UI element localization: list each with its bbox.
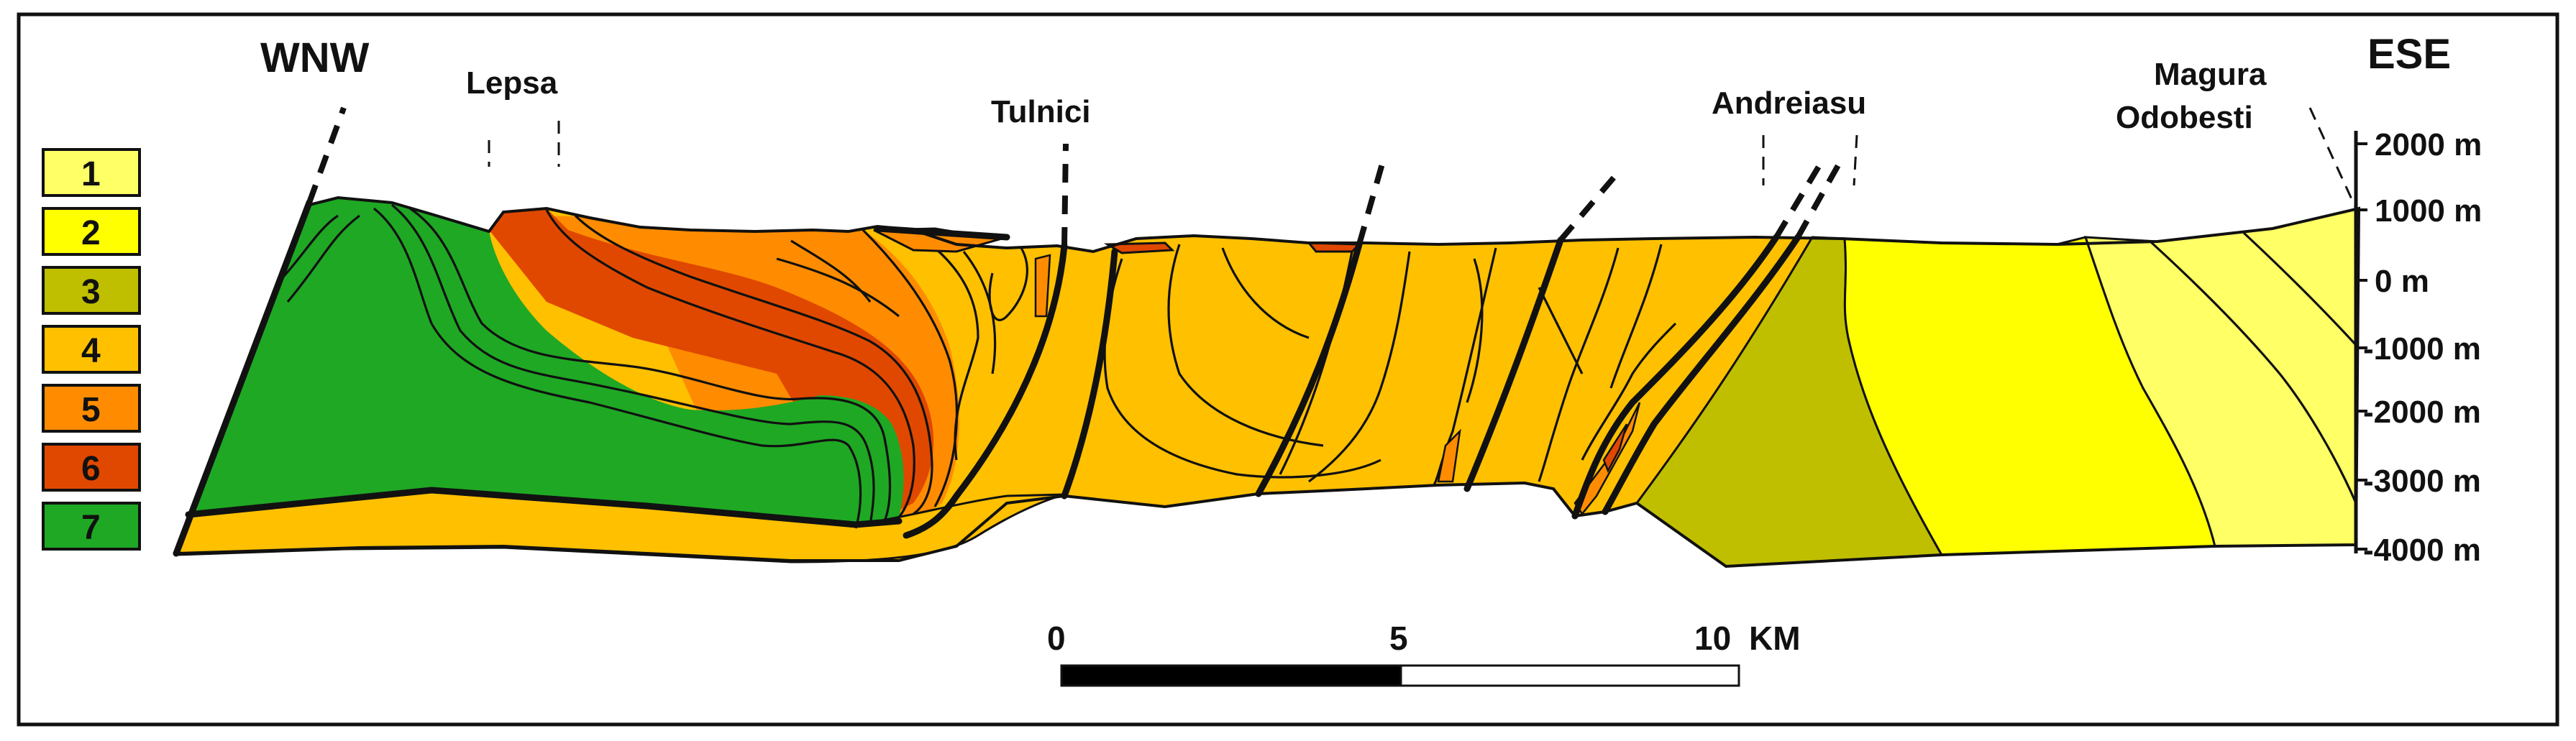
stratigraphic-contacts — [272, 203, 2357, 529]
unit-5-thin-lens-2 — [1437, 428, 1461, 483]
elevation-tick-label: -1000 m — [2363, 331, 2481, 367]
unit-1-body — [2083, 207, 2360, 548]
legend: 1 2 3 4 5 6 7 — [42, 148, 141, 551]
unit-7-body — [176, 198, 904, 561]
legend-label: 7 — [81, 509, 101, 547]
direction-label-wnw: WNW — [260, 34, 370, 81]
legend-label: 1 — [81, 155, 101, 193]
legend-label: 6 — [81, 450, 101, 488]
elevation-tick-label: 1000 m — [2375, 193, 2482, 229]
legend-swatch — [42, 384, 141, 433]
legend-label: 5 — [81, 391, 101, 429]
cross-section-body — [173, 106, 2361, 569]
scale-label-5: 5 — [1389, 620, 1408, 657]
section-outline — [174, 195, 2361, 569]
legend-item-3: 3 — [42, 266, 141, 315]
legend-item-4: 4 — [42, 325, 141, 374]
locality-label-andreiasu: Andreiasu — [1712, 86, 1866, 121]
elevation-tick-label: 2000 m — [2375, 127, 2482, 162]
legend-swatch — [42, 325, 141, 374]
legend-swatch — [42, 207, 141, 256]
locality-label-odobesti: Odobesti — [2116, 100, 2253, 135]
locality-label-magura: Magura — [2154, 57, 2267, 92]
legend-item-7: 7 — [42, 502, 141, 551]
direction-label-ese: ESE — [2367, 31, 2451, 78]
legend-swatch — [42, 266, 141, 315]
legend-swatch — [42, 502, 141, 551]
legend-item-5: 5 — [42, 384, 141, 433]
projected-fault-traces — [306, 106, 1841, 247]
elevation-tick-label: -4000 m — [2363, 533, 2481, 568]
legend-item-1: 1 — [42, 148, 141, 197]
elevation-tick-label: 0 m — [2375, 264, 2429, 299]
locality-label-tulnici: Tulnici — [991, 94, 1091, 129]
legend-swatch — [42, 443, 141, 492]
unit-6-thin-lens — [1602, 423, 1628, 473]
legend-item-6: 6 — [42, 443, 141, 492]
legend-swatch — [42, 148, 141, 197]
scale-label-0: 0 — [1047, 620, 1066, 657]
scale-bar-white-segment — [1399, 664, 1740, 687]
legend-label: 2 — [81, 214, 101, 252]
legend-label: 4 — [81, 332, 101, 370]
scale-label-10: 10 — [1694, 620, 1731, 657]
elevation-tick-label: -2000 m — [2363, 395, 2481, 430]
scale-bar-black-segment — [1060, 664, 1402, 687]
thrust-faults — [173, 199, 1801, 557]
elevation-axis: 2000 m 1000 m 0 m -1000 m -2000 m -3000 … — [2354, 127, 2482, 568]
elevation-tick-label: -3000 m — [2363, 464, 2481, 499]
unit-5-thin-lens-1 — [1034, 254, 1051, 318]
legend-item-2: 2 — [42, 207, 141, 256]
legend-label: 3 — [81, 273, 101, 311]
locality-label-lepsa: Lepsa — [466, 65, 558, 101]
scale-unit-label: KM — [1749, 620, 1801, 657]
scale-bar: 0 5 10 KM — [1047, 620, 1801, 687]
locality-ticks — [488, 107, 2357, 209]
